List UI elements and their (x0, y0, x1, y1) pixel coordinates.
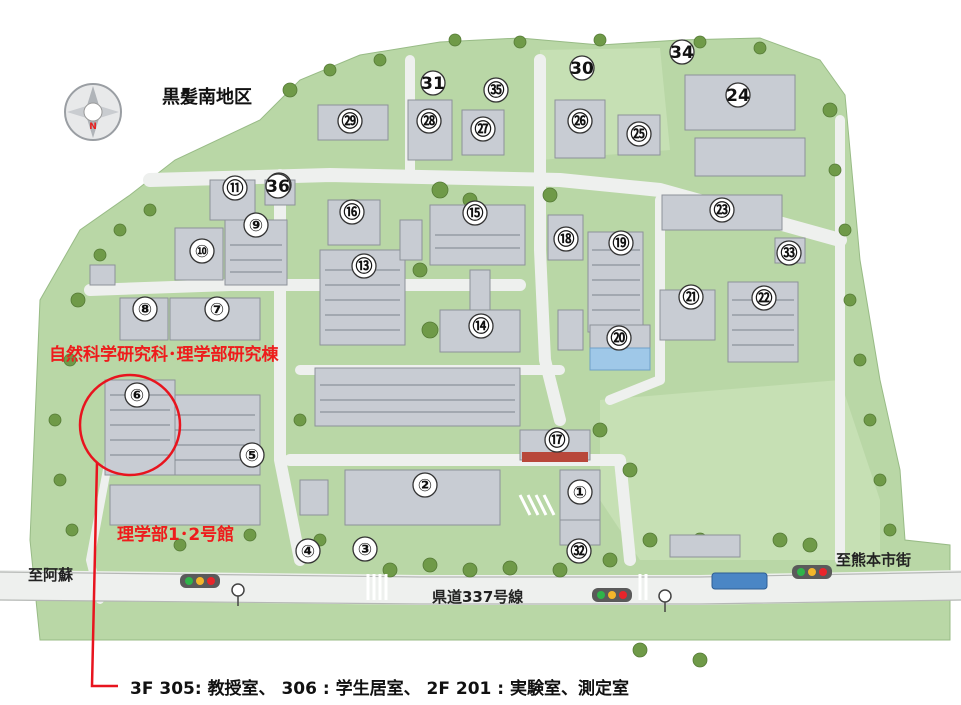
building-badge-1 (567, 479, 593, 505)
building-number-11: ⑪ (227, 178, 244, 199)
building-badge-16 (339, 199, 365, 225)
building-badge-3 (352, 536, 378, 562)
building-badge-9 (243, 212, 269, 238)
building-badge-10 (189, 238, 215, 264)
building-20-glass (589, 347, 651, 371)
building-badge-20 (606, 325, 632, 351)
building-number-2: ② (418, 476, 432, 496)
building-badge-11 (222, 175, 248, 201)
building-number-36: 36 (266, 177, 290, 197)
building-number-33: ㉝ (781, 243, 798, 264)
building-number-14: ⑭ (473, 316, 490, 337)
building-badge-36 (265, 173, 291, 199)
building-badge-15 (462, 200, 488, 226)
building-badge-4 (295, 538, 321, 564)
building-badge-8 (132, 296, 158, 322)
building-number-24: 24 (726, 86, 750, 106)
building-number-17: ⑰ (549, 430, 566, 451)
building-number-18: ⑱ (558, 229, 575, 250)
science-halls-label: 理学部1･2号館 (117, 524, 234, 545)
building-number-21: ㉑ (683, 287, 700, 308)
building-badge-26 (567, 108, 593, 134)
building-number-16: ⑯ (344, 202, 361, 223)
building-number-6: ⑥ (130, 386, 144, 406)
to-kumamoto-label: 至熊本市街 (836, 551, 911, 569)
traffic-light-west (180, 574, 220, 588)
lawn-east (600, 380, 880, 560)
research-building-label: 自然科学研究科･理学部研究棟 (49, 344, 279, 365)
crosswalk (366, 494, 648, 600)
traffic-light-middle (592, 588, 632, 602)
building-badge-25 (626, 121, 652, 147)
building-badge-23 (709, 197, 735, 223)
traffic-light-east (792, 565, 832, 579)
building-number-31: 31 (421, 74, 445, 94)
building-badges: ①②③④⑤⑥⑦⑧⑨⑩⑪⑫⑬⑭⑮⑯⑰⑱⑲⑳㉑㉒㉓24㉕㉖㉗㉘㉙3031㉜㉝34㉟3… (124, 39, 802, 564)
building-number-35: ㉟ (488, 80, 505, 101)
to-aso-label: 至阿蘇 (28, 566, 73, 584)
building-badge-32 (566, 538, 592, 564)
building-number-29: ㉙ (342, 111, 359, 132)
building-number-8: ⑧ (138, 300, 152, 320)
building-number-15: ⑮ (467, 203, 484, 224)
building-badge-2 (412, 472, 438, 498)
building-badge-35 (483, 77, 509, 103)
building-number-5: ⑤ (245, 446, 259, 466)
building-number-34: 34 (670, 43, 694, 63)
building-badge-19 (608, 230, 634, 256)
leader-line (90, 461, 118, 688)
building-17-roof (522, 452, 588, 462)
building-badge-27 (470, 116, 496, 142)
building-number-10: ⑩ (195, 242, 209, 262)
building-number-1: ① (573, 483, 587, 503)
building-badge-34 (669, 39, 695, 65)
building-number-25: ㉕ (631, 124, 648, 145)
building-badge-18 (553, 226, 579, 252)
building-number-19: ⑲ (613, 233, 630, 254)
compass-icon (64, 83, 122, 141)
compass-north-letter: N (89, 122, 97, 132)
building-badge-13 (351, 253, 377, 279)
building-badge-14 (468, 313, 494, 339)
building-number-9: ⑨ (249, 216, 263, 236)
building-badge-28 (416, 108, 442, 134)
trees (48, 33, 897, 668)
building-badge-21 (678, 284, 704, 310)
building-number-22: ㉒ (756, 288, 773, 309)
building-number-27: ㉗ (475, 119, 492, 140)
building-badge-22 (751, 285, 777, 311)
building-number-4: ④ (301, 542, 315, 562)
building-number-26: ㉖ (572, 111, 589, 132)
building-number-13: ⑬ (356, 256, 373, 277)
building-number-3: ③ (358, 540, 372, 560)
building-badge-6 (124, 382, 150, 408)
building-badge-5 (239, 442, 265, 468)
building-badge-24 (725, 82, 751, 108)
building-badge-31 (420, 70, 446, 96)
building-badge-17 (544, 427, 570, 453)
building-badge-29 (337, 108, 363, 134)
building-badge-33 (776, 240, 802, 266)
building-badge-30 (569, 55, 595, 81)
building-number-30: 30 (570, 59, 594, 79)
highlight-circle (78, 373, 182, 477)
building-number-20: ⑳ (611, 328, 628, 349)
route-label: 県道337号線 (432, 588, 523, 606)
building-badge-7 (204, 296, 230, 322)
room-footnote: 3F 305: 教授室、 306 : 学生居室、 2F 201 : 実験室、測定… (130, 678, 629, 699)
building-number-7: ⑦ (210, 300, 224, 320)
bus-stop-sign (231, 583, 672, 612)
district-title: 黒髪南地区 (162, 86, 252, 108)
bus (711, 572, 768, 590)
building-number-32: ㉜ (571, 541, 588, 562)
building-number-28: ㉘ (421, 111, 438, 132)
building-number-23: ㉓ (714, 200, 731, 221)
